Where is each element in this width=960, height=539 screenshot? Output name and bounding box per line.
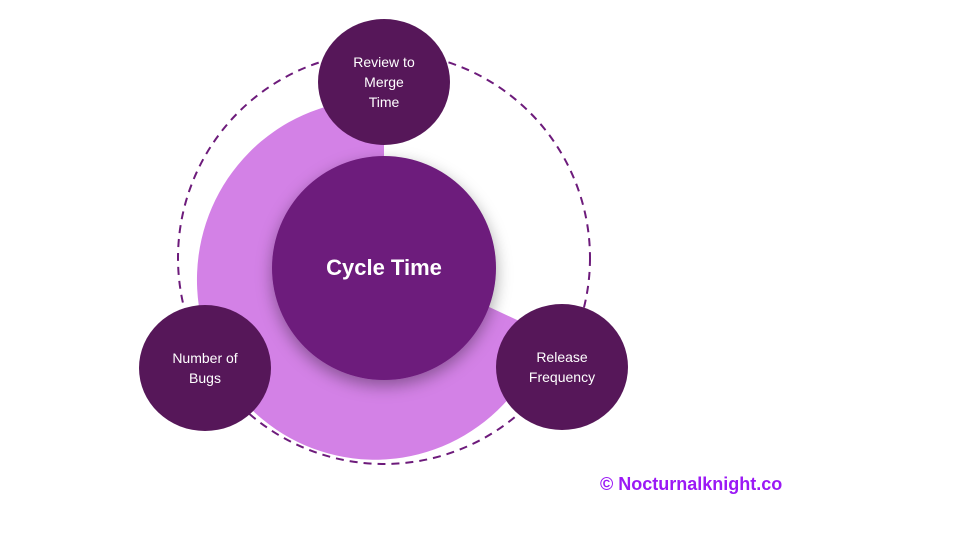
node-review-line-1: Review to [353, 54, 415, 70]
node-release-circle [496, 304, 628, 430]
node-release-label: Release Frequency [496, 337, 628, 397]
node-review-line-2: Merge [364, 74, 404, 90]
node-release-line-1: Release [536, 349, 588, 365]
node-bugs-label: Number of Bugs [139, 338, 271, 398]
node-bugs-circle [139, 305, 271, 431]
center-circle [272, 156, 496, 380]
center-label: Cycle Time [326, 255, 442, 280]
node-review-label: Review to Merge Time [318, 42, 450, 122]
node-review-line-3: Time [368, 94, 400, 110]
node-bugs-line-1: Number of [172, 350, 238, 366]
node-review-circle [318, 19, 450, 145]
node-bugs-line-2: Bugs [189, 370, 221, 386]
node-release-line-2: Frequency [528, 369, 596, 385]
copyright-watermark: © Nocturnalknight.co [600, 474, 783, 494]
